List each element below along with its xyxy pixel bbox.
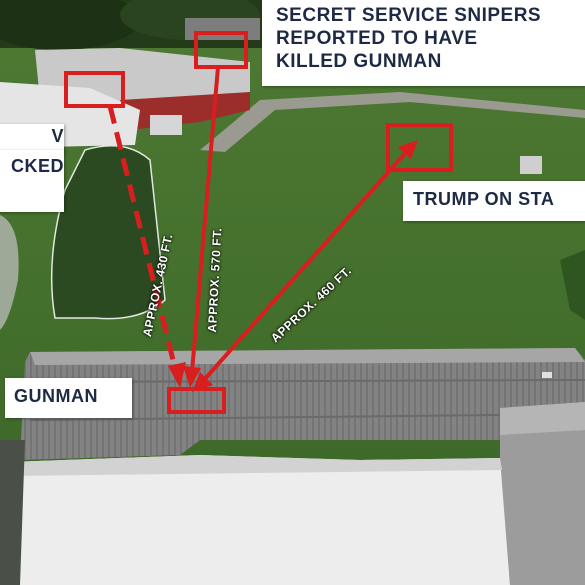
road	[200, 92, 585, 152]
trump-callout: TRUMP ON STA	[403, 181, 585, 221]
left-callout-lower: CKED	[0, 150, 64, 212]
left-callout-upper: V	[0, 124, 64, 152]
sniper-position-box-right	[194, 31, 248, 69]
gunman-callout: GUNMAN	[5, 378, 132, 418]
warehouse-roof	[20, 348, 585, 460]
arrow-head-icon	[192, 372, 213, 392]
snipers-callout-line-2: REPORTED TO HAVE	[276, 28, 478, 50]
tree-cluster	[50, 145, 166, 320]
stage-box	[386, 123, 453, 172]
foreground-roof	[0, 455, 510, 585]
sniper-position-box-left	[64, 71, 125, 108]
arrow-head-icon	[168, 362, 186, 388]
side-building	[500, 402, 585, 585]
arrow-head-icon	[183, 366, 201, 388]
line-460ft	[202, 148, 410, 382]
snipers-callout-line-1: SECRET SERVICE SNIPERS	[276, 5, 542, 26]
snipers-callout-line-3: KILLED GUNMAN	[276, 51, 442, 73]
line-430ft	[107, 105, 179, 373]
arrow-head-icon	[398, 140, 418, 159]
snipers-callout: SECRET SERVICE SNIPERS REPORTED TO HAVE …	[262, 0, 585, 86]
line-570ft	[190, 66, 220, 373]
